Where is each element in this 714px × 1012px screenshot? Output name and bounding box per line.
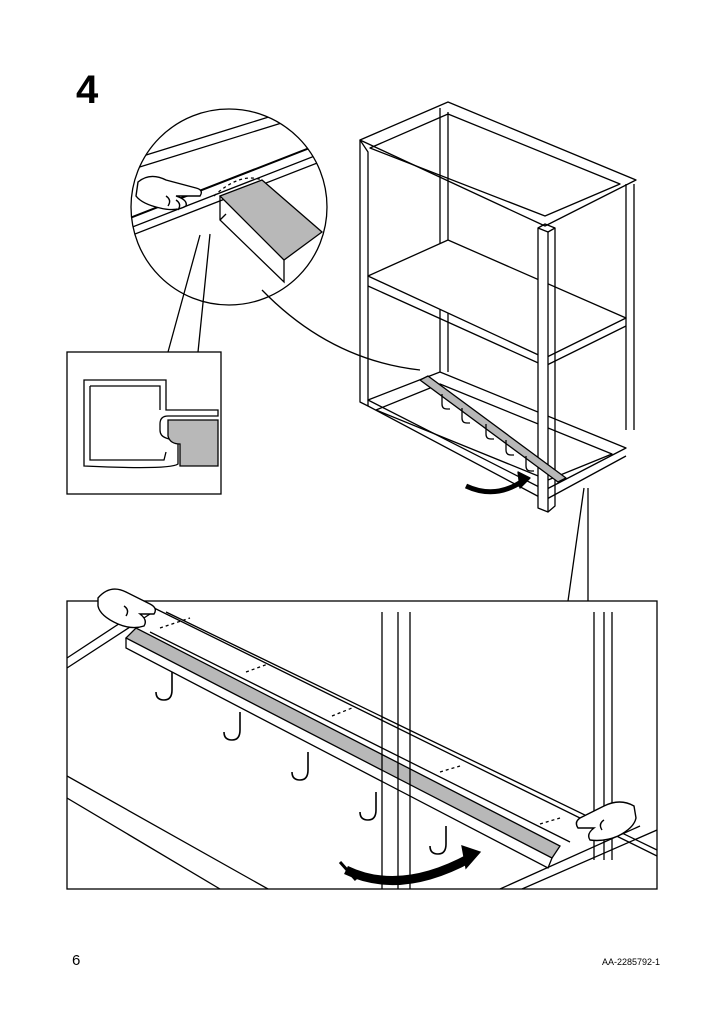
pointing-hand-icon [97, 588, 157, 629]
page-number: 6 [72, 952, 81, 969]
shelf-unit-drawing [359, 101, 637, 513]
profile-detail-box [66, 233, 222, 495]
pointing-hand-icon [135, 175, 203, 211]
detail-circle-callout [130, 108, 421, 371]
rail-zoom-detail [66, 487, 658, 890]
pointing-hand-icon [575, 801, 637, 842]
step-number: 4 [76, 68, 99, 112]
document-code: AA-2285792-1 [601, 957, 660, 967]
